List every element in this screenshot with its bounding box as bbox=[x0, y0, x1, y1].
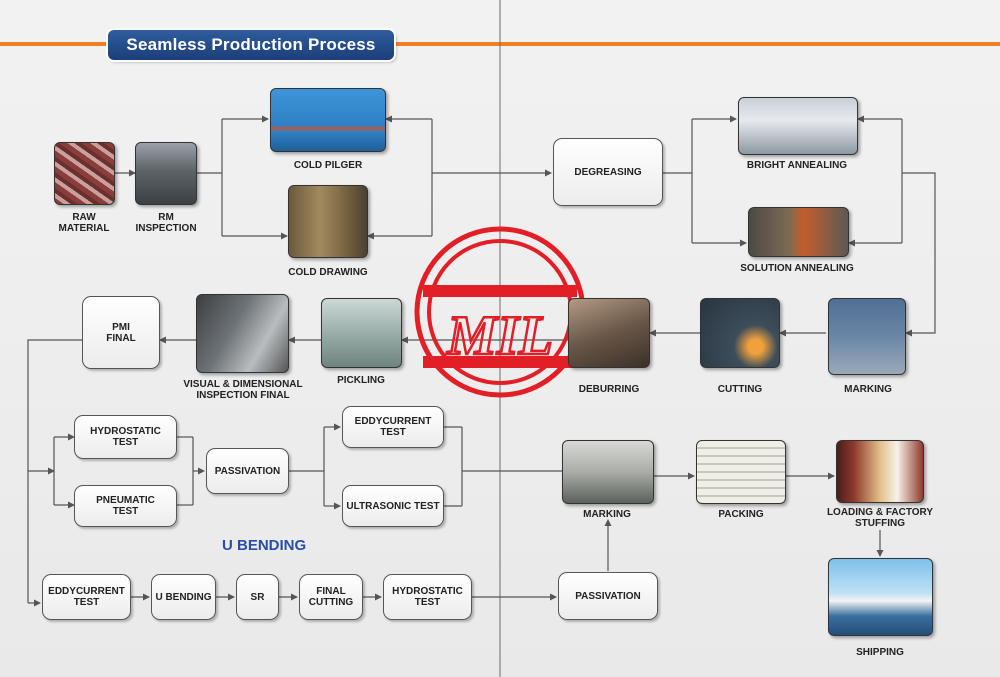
mil-logo: MIL bbox=[414, 226, 586, 398]
visual-inspection-label: VISUAL & DIMENSIONAL INSPECTION FINAL bbox=[183, 379, 303, 401]
solution-annealing-photo bbox=[748, 207, 849, 257]
rm-inspection-photo bbox=[135, 142, 197, 205]
page-title: Seamless Production Process bbox=[108, 30, 394, 60]
cold-pilger-label: COLD PILGER bbox=[293, 160, 363, 171]
marking-top-label: MARKING bbox=[844, 384, 892, 395]
svg-text:MIL: MIL bbox=[446, 305, 553, 367]
passivation-final-step: PASSIVATION bbox=[558, 572, 658, 620]
cold-drawing-label: COLD DRAWING bbox=[288, 267, 368, 278]
eddycurrent-test-ub-step: EDDYCURRENT TEST bbox=[42, 574, 131, 620]
pmi-final-step: PMI FINAL bbox=[82, 296, 160, 369]
sr-step: SR bbox=[236, 574, 279, 620]
packing-label: PACKING bbox=[718, 509, 764, 520]
loading-photo bbox=[836, 440, 924, 503]
u-bending-section-title: U BENDING bbox=[222, 537, 307, 554]
shipping-label: SHIPPING bbox=[856, 647, 904, 658]
hydrostatic-test-step: HYDROSTATIC TEST bbox=[74, 415, 177, 459]
bright-annealing-photo bbox=[738, 97, 858, 155]
shipping-photo bbox=[828, 558, 933, 636]
degreasing-step: DEGREASING bbox=[553, 138, 663, 206]
marking-final-photo bbox=[562, 440, 654, 504]
passivation-mid-step: PASSIVATION bbox=[206, 448, 289, 494]
cutting-photo bbox=[700, 298, 780, 368]
rm-inspection-label: RM INSPECTION bbox=[135, 212, 197, 234]
visual-inspection-photo bbox=[196, 294, 289, 373]
pickling-photo bbox=[321, 298, 402, 368]
loading-label: LOADING & FACTORY STUFFING bbox=[826, 507, 934, 529]
cutting-label: CUTTING bbox=[717, 384, 763, 395]
deburring-photo bbox=[568, 298, 650, 368]
marking-final-label: MARKING bbox=[583, 509, 631, 520]
eddycurrent-test-step: EDDYCURRENT TEST bbox=[342, 406, 444, 448]
cold-drawing-photo bbox=[288, 185, 368, 258]
bright-annealing-label: BRIGHT ANNEALING bbox=[746, 160, 848, 171]
deburring-label: DEBURRING bbox=[578, 384, 640, 395]
pickling-label: PICKLING bbox=[337, 375, 385, 386]
cold-pilger-photo bbox=[270, 88, 386, 152]
hydrostatic-test-ub-step: HYDROSTATIC TEST bbox=[383, 574, 472, 620]
u-bending-step: U BENDING bbox=[151, 574, 216, 620]
packing-photo bbox=[696, 440, 786, 504]
pneumatic-test-step: PNEUMATIC TEST bbox=[74, 485, 177, 527]
solution-annealing-label: SOLUTION ANNEALING bbox=[740, 263, 854, 274]
raw-material-photo bbox=[54, 142, 115, 205]
marking-top-photo bbox=[828, 298, 906, 375]
final-cutting-step: FINAL CUTTING bbox=[299, 574, 363, 620]
raw-material-label: RAW MATERIAL bbox=[58, 212, 110, 234]
ultrasonic-test-step: ULTRASONIC TEST bbox=[342, 485, 444, 527]
